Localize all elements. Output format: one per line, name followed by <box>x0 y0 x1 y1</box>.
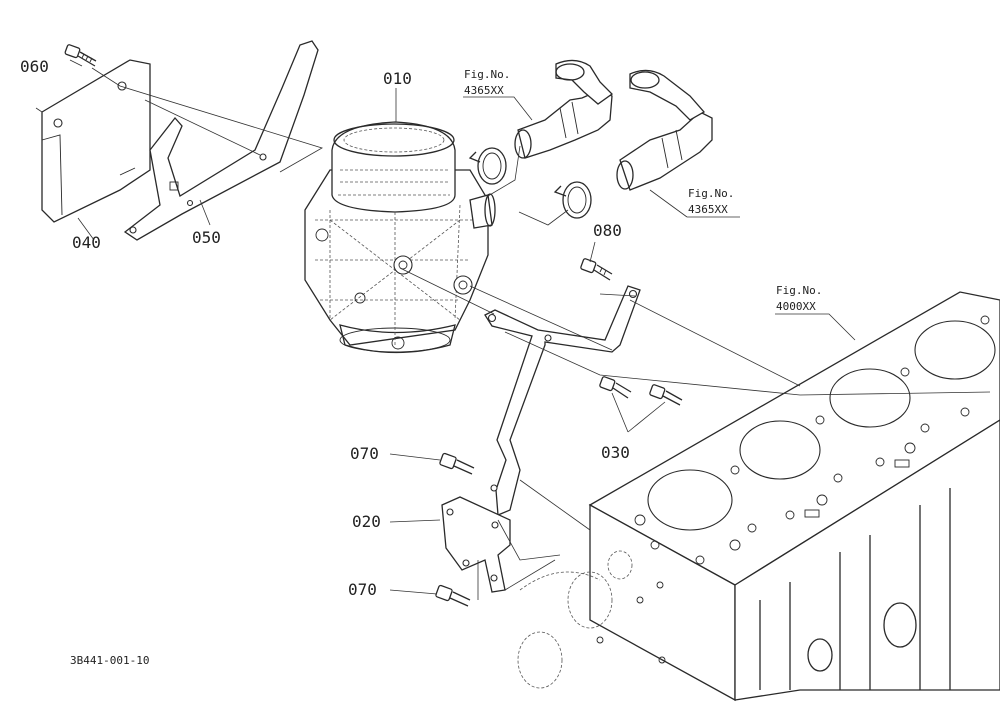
bolt-070-upper <box>439 452 475 475</box>
label-070-upper: 070 <box>350 444 379 463</box>
callout-leaders <box>69 59 856 595</box>
fig-ref-hose-lower-line1: Fig.No. <box>688 187 734 200</box>
label-060: 060 <box>20 57 49 76</box>
engine-block <box>517 291 1000 702</box>
label-050: 050 <box>192 228 221 247</box>
bolt-070-lower <box>435 584 471 607</box>
part-040-cover-plate <box>41 59 151 223</box>
bolt-030-b <box>649 384 683 406</box>
bolt-080 <box>580 258 613 281</box>
assembly-lines <box>35 67 991 600</box>
part-050-bracket <box>123 40 319 241</box>
fig-ref-hose-upper-line2: 4365XX <box>464 84 504 97</box>
part-030-z-bracket <box>484 285 641 516</box>
label-030: 030 <box>601 443 630 462</box>
fig-ref-hose-lower-line2: 4365XX <box>688 203 728 216</box>
bolt-060 <box>64 44 97 67</box>
hose-lower <box>616 69 713 191</box>
label-080: 080 <box>593 221 622 240</box>
label-020: 020 <box>352 512 381 531</box>
label-010: 010 <box>383 69 412 88</box>
label-070-lower: 070 <box>348 580 377 599</box>
fig-ref-engine-line1: Fig.No. <box>776 284 822 297</box>
hose-clamp-lower <box>553 181 592 219</box>
fig-ref-hose-upper-line1: Fig.No. <box>464 68 510 81</box>
drawing-code: 3B441-001-10 <box>70 654 149 667</box>
hose-upper <box>514 59 614 159</box>
label-040: 040 <box>72 233 101 252</box>
part-010-filter-assembly <box>304 121 496 354</box>
hose-clamp-upper <box>468 147 507 185</box>
fig-ref-engine-line2: 4000XX <box>776 300 816 313</box>
bolt-030-a <box>599 376 632 399</box>
